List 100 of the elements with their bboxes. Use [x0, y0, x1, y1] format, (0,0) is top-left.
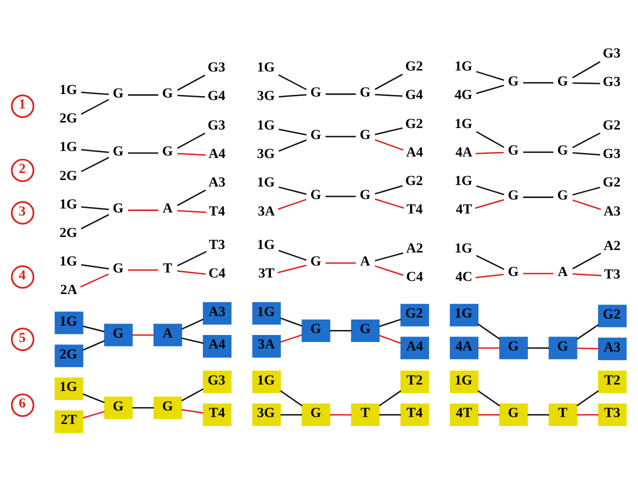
connector [177, 132, 206, 149]
connector [278, 250, 307, 261]
connector [177, 94, 205, 98]
node-text: G [508, 264, 519, 279]
connector [326, 196, 356, 198]
node-box: G [302, 319, 330, 342]
node-text: 1G [59, 254, 78, 269]
node-text: 1G [257, 117, 275, 132]
node-text: 2G [59, 224, 78, 240]
node-text: G [310, 254, 322, 269]
connector [128, 152, 158, 154]
connector [132, 407, 154, 409]
node-text: G [557, 188, 568, 203]
node-text: 1G [59, 82, 78, 97]
connector [374, 94, 403, 97]
connector [330, 414, 352, 416]
connector [478, 390, 500, 406]
node-box: A4 [202, 335, 232, 358]
node-box: G [104, 396, 133, 420]
node-text: G [162, 85, 173, 100]
connector [278, 94, 306, 98]
connector [326, 262, 356, 264]
connector [128, 269, 158, 271]
node-text: G [310, 84, 322, 100]
connector [576, 324, 599, 340]
node-text: 3T [258, 266, 275, 281]
node-box: 1G [54, 312, 84, 334]
node-text: G [360, 84, 371, 100]
node-text: 3A [258, 203, 275, 218]
node-text: G [508, 188, 519, 203]
node-text: 2G [59, 168, 78, 183]
connector [278, 74, 307, 90]
node-box: G [302, 404, 330, 426]
node-text: 1G [59, 196, 78, 212]
connector [177, 74, 206, 91]
node-text: A2 [604, 238, 621, 253]
node-text: A [558, 264, 568, 279]
node-text: G4 [405, 87, 423, 102]
node-text: G [508, 73, 519, 88]
connector [181, 318, 204, 330]
connector [474, 199, 504, 209]
connector [572, 252, 602, 270]
connector [478, 414, 500, 416]
connector [278, 139, 307, 152]
connector [527, 414, 550, 416]
node-text: A3 [604, 203, 621, 218]
node-text: G [310, 186, 322, 202]
connector [576, 348, 598, 350]
node-box: 3A [252, 335, 281, 358]
node-text: C4 [208, 266, 226, 281]
connector [82, 326, 105, 332]
connector [81, 92, 109, 96]
connector [478, 324, 500, 340]
node-box: 3G [252, 404, 281, 426]
node-box: G [351, 319, 380, 342]
node-text: G4 [208, 88, 226, 104]
node-box: T [351, 404, 380, 426]
connector [326, 136, 356, 138]
connector [572, 132, 600, 148]
node-box: A3 [598, 338, 627, 360]
node-text: G [112, 85, 124, 100]
connector [374, 265, 404, 276]
node-text: 3G [257, 146, 275, 162]
node-text: 4A [455, 144, 472, 160]
connector [182, 409, 204, 414]
node-text: 1G [59, 139, 78, 154]
connector [476, 185, 504, 196]
connector [572, 199, 601, 210]
node-text: 2G [59, 110, 78, 126]
node-text: 1G [257, 237, 275, 252]
connector [280, 414, 302, 416]
connector [379, 318, 402, 328]
connector [523, 272, 554, 274]
node-text: A3 [208, 174, 226, 190]
node-circle: 5 [10, 328, 34, 352]
node-text: 1G [454, 172, 472, 188]
node-text: G3 [602, 146, 621, 162]
connector [182, 337, 204, 344]
node-text: 4G [454, 87, 472, 102]
node-text: 3G [257, 88, 275, 104]
node-box: G [499, 336, 528, 360]
node-box: 4T [450, 404, 478, 426]
node-text: A2 [406, 240, 424, 256]
node-text: A4 [208, 146, 226, 162]
node-text: G3 [602, 46, 621, 61]
connector [572, 186, 600, 196]
node-box: 1G [450, 370, 478, 394]
connector [527, 347, 550, 349]
node-box: A3 [202, 302, 232, 325]
node-text: G [112, 143, 124, 158]
node-circle: 1 [10, 94, 34, 118]
node-circle: 3 [10, 201, 34, 225]
connector [476, 152, 504, 154]
node-text: G [112, 200, 124, 216]
node-text: T3 [208, 237, 226, 252]
node-text: G [360, 186, 371, 202]
connector [177, 270, 206, 275]
node-box: A [153, 324, 182, 346]
node-text: A [360, 254, 370, 269]
connector [128, 94, 158, 96]
